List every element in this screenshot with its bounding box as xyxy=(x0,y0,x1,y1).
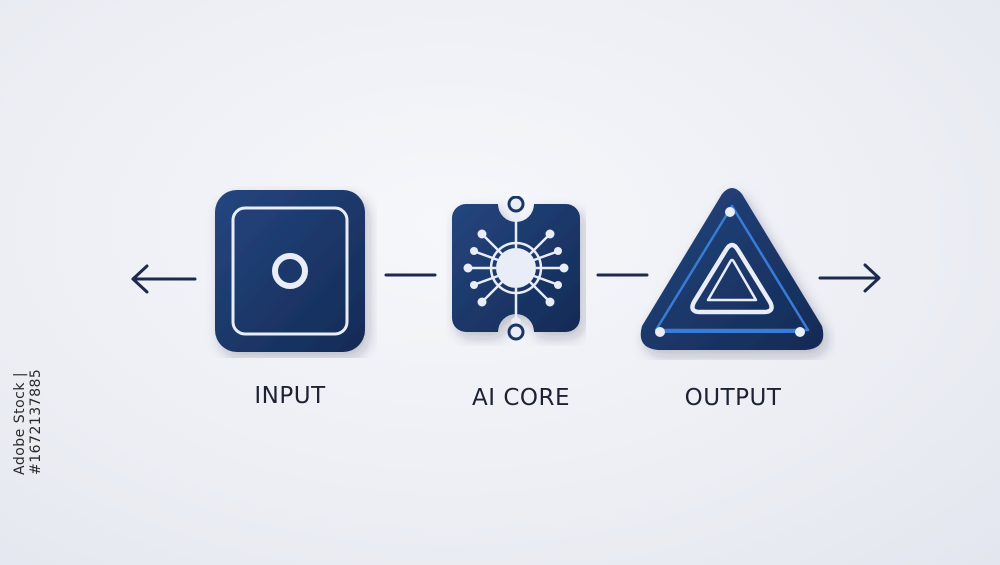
input-label: INPUT xyxy=(254,383,326,409)
connector-line xyxy=(384,273,437,277)
input-node-icon xyxy=(215,190,365,352)
connector-line xyxy=(596,273,649,277)
left-arrow-icon xyxy=(131,264,197,294)
stock-id-watermark: Adobe Stock | #1672137885 xyxy=(12,368,44,475)
output-node-icon xyxy=(640,188,824,350)
ai-core-label: AI CORE xyxy=(471,385,570,411)
ai-core-node-icon xyxy=(452,196,580,341)
output-label: OUTPUT xyxy=(684,385,782,411)
right-arrow-icon xyxy=(818,263,881,293)
